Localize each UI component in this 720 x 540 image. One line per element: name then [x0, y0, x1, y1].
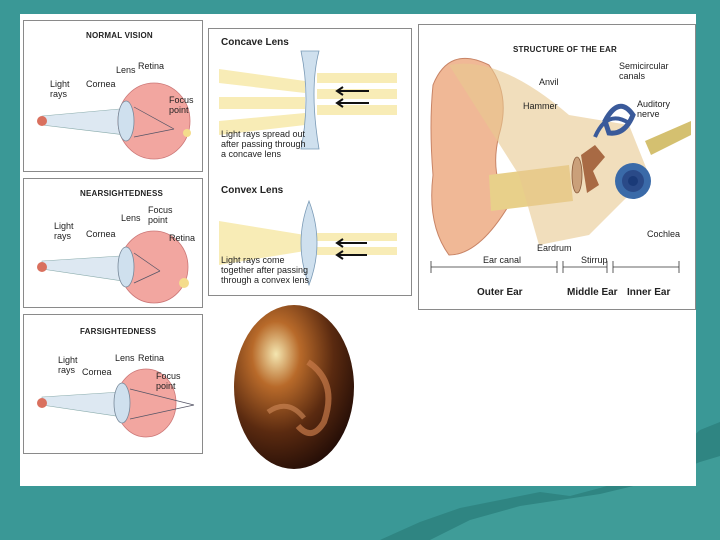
- nearsightedness-panel: NEARSIGHTEDNESS Light rays Cornea Lens R…: [23, 178, 203, 308]
- outer-ear-label: Outer Ear: [477, 287, 523, 298]
- ear-title: STRUCTURE OF THE EAR: [513, 45, 617, 54]
- farsightedness-panel: FARSIGHTEDNESS Light rays Cornea Lens Re…: [23, 314, 203, 454]
- panel-title: NEARSIGHTEDNESS: [80, 189, 163, 198]
- concave-lens-title: Concave Lens: [221, 37, 289, 48]
- lens-label: Lens: [115, 353, 135, 363]
- auditory-nerve-label: Auditory nerve: [637, 99, 670, 119]
- panel-title: NORMAL VISION: [86, 31, 153, 40]
- stirrup-label: Stirrup: [581, 255, 608, 265]
- ear-canal-label: Ear canal: [483, 255, 521, 265]
- panel-title: FARSIGHTEDNESS: [80, 327, 156, 336]
- light-rays-label: Light rays: [54, 221, 74, 241]
- anvil-label: Anvil: [539, 77, 559, 87]
- focus-point-label: Focus point: [148, 205, 173, 225]
- lens-panel: Concave Lens Light rays spread out after…: [208, 28, 412, 296]
- middle-ear-label: Middle Ear: [567, 287, 618, 298]
- lens-label: Lens: [121, 213, 141, 223]
- retina-label: Retina: [138, 353, 164, 363]
- cornea-label: Cornea: [86, 229, 116, 239]
- concave-caption: Light rays spread out after passing thro…: [221, 129, 306, 159]
- normal-vision-panel: NORMAL VISION Light rays Cornea Lens Ret…: [23, 20, 203, 172]
- light-rays-label: Light rays: [50, 79, 70, 99]
- retina-label: Retina: [169, 233, 195, 243]
- hammer-label: Hammer: [523, 101, 558, 111]
- slide-area: NORMAL VISION Light rays Cornea Lens Ret…: [20, 14, 696, 486]
- focus-point-label: Focus point: [156, 371, 181, 391]
- lens-label: Lens: [116, 65, 136, 75]
- convex-caption: Light rays come together after passing t…: [221, 255, 309, 285]
- cochlea-label: Cochlea: [647, 229, 680, 239]
- eardrum-label: Eardrum: [537, 243, 572, 253]
- light-rays-label: Light rays: [58, 355, 78, 375]
- cornea-label: Cornea: [86, 79, 116, 89]
- ear-structure-panel: STRUCTURE OF THE EAR Anvil Semicircular …: [418, 24, 696, 310]
- focus-point-label: Focus point: [169, 95, 194, 115]
- retina-label: Retina: [138, 61, 164, 71]
- ear-photo: [228, 302, 360, 472]
- semicircular-canals-label: Semicircular canals: [619, 61, 669, 81]
- inner-ear-label: Inner Ear: [627, 287, 670, 298]
- cornea-label: Cornea: [82, 367, 112, 377]
- convex-lens-title: Convex Lens: [221, 185, 283, 196]
